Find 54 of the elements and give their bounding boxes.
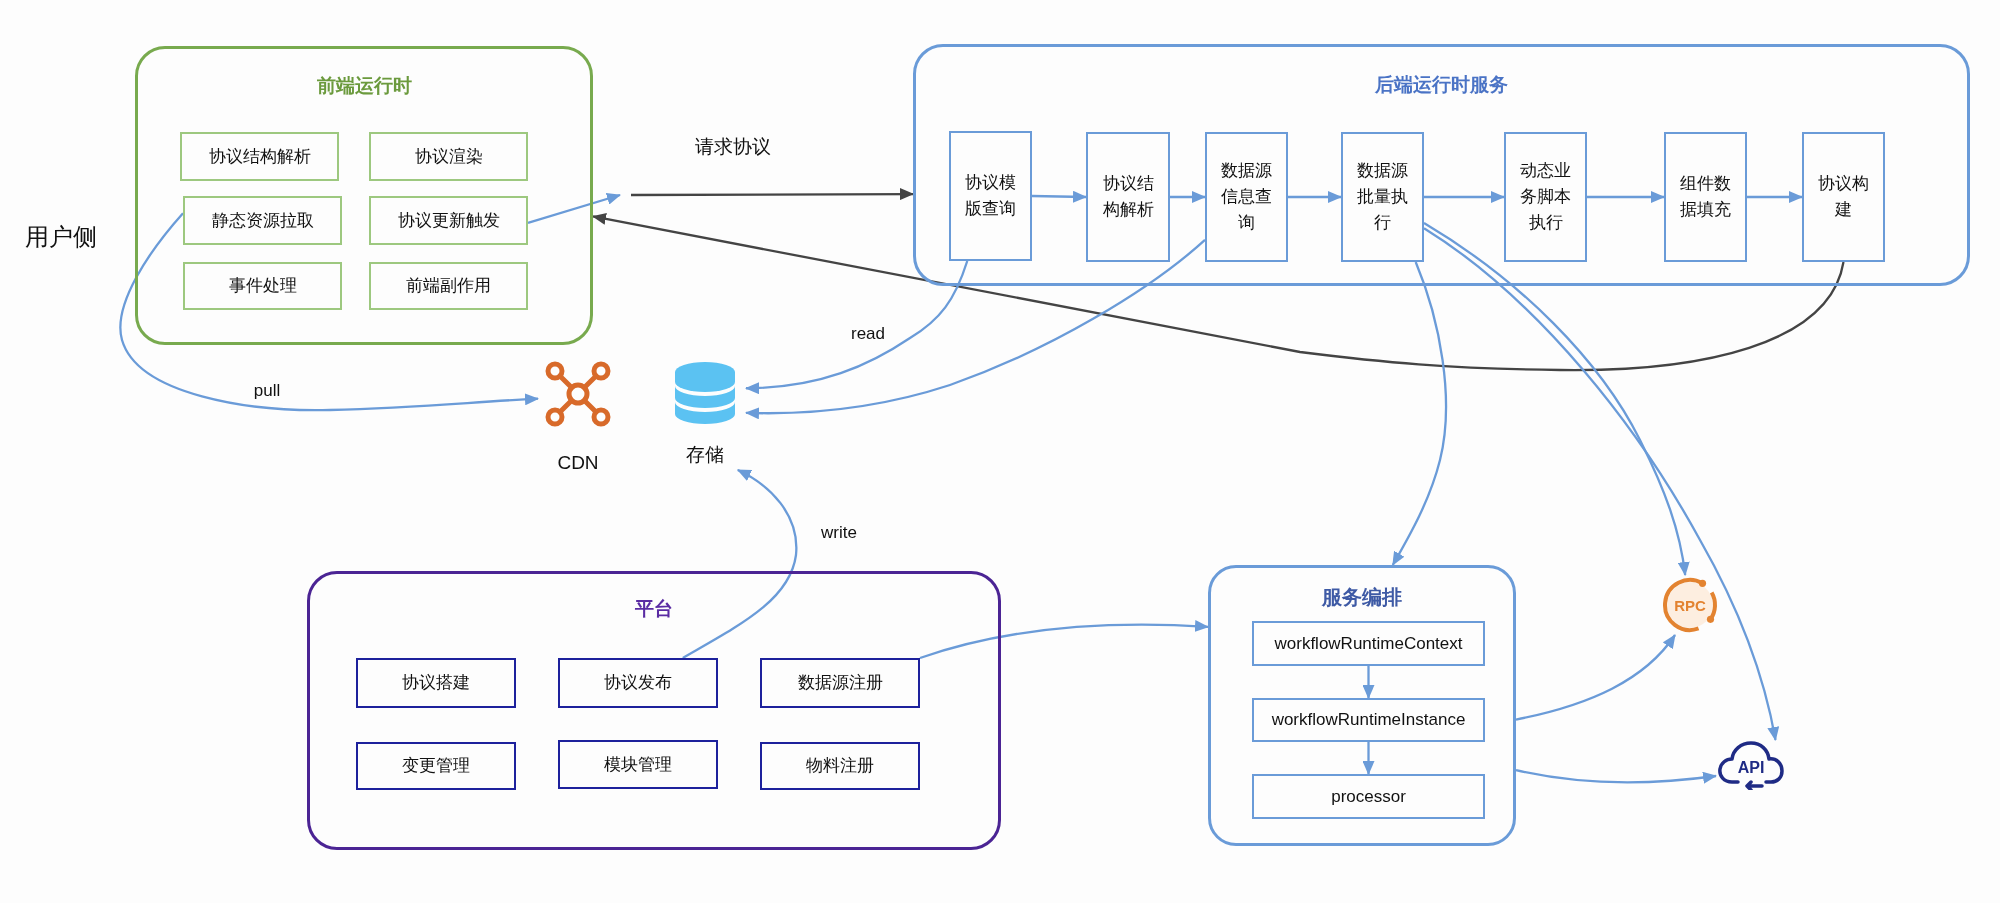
arrow [1515, 769, 1717, 784]
arrow [1031, 190, 1087, 203]
process-box: 协议渲染 [369, 132, 528, 181]
arrow [1423, 227, 1779, 741]
process-box: 数据源信息查询 [1205, 132, 1288, 262]
cloud-node: API [1716, 740, 1786, 790]
process-box: 协议搭建 [356, 658, 516, 708]
panel-title: 服务编排 [1322, 584, 1402, 610]
process-box: 协议更新触发 [369, 196, 528, 245]
group-panel [913, 44, 1970, 286]
process-box: 模块管理 [558, 740, 718, 789]
process-box: 组件数据填充 [1664, 132, 1747, 262]
process-box: 事件处理 [183, 262, 342, 310]
process-box: workflowRuntimeInstance [1252, 698, 1485, 742]
arrow [745, 260, 969, 394]
process-box: 协议模版查询 [949, 131, 1032, 261]
process-box: 协议结构解析 [180, 132, 339, 181]
process-box: 数据源注册 [760, 658, 920, 708]
process-box: 协议构建 [1802, 132, 1885, 262]
process-box: 物料注册 [760, 742, 920, 790]
arrow [1423, 222, 1690, 576]
arrow [631, 188, 914, 201]
panel-title: 后端运行时服务 [1375, 73, 1508, 97]
arrow [682, 468, 798, 659]
process-box: 变更管理 [356, 742, 516, 790]
process-box: 静态资源拉取 [183, 196, 342, 245]
arrow [1587, 191, 1665, 203]
process-box: 动态业务脚本执行 [1504, 132, 1587, 262]
group-panel [307, 571, 1001, 850]
node-label: 存储 [686, 443, 724, 467]
node-label: CDN [557, 451, 599, 475]
process-box: 数据源批量执行 [1341, 132, 1424, 262]
arrow [527, 193, 621, 225]
group-panel [1208, 565, 1516, 846]
arrow [1362, 666, 1375, 699]
process-box: workflowRuntimeContext [1252, 621, 1485, 666]
process-box: 协议发布 [558, 658, 718, 708]
arrow [1288, 191, 1342, 203]
arrow [1391, 261, 1448, 566]
arrow [1362, 742, 1375, 775]
process-box: processor [1252, 774, 1485, 819]
arrow [1515, 634, 1676, 721]
panel-title: 平台 [635, 597, 673, 621]
group-panel [135, 46, 593, 345]
process-box: 协议结构解析 [1086, 132, 1170, 262]
arrow [1747, 191, 1803, 203]
arrow [119, 212, 539, 412]
arrow [1424, 191, 1505, 203]
arrow [592, 213, 1845, 372]
process-box: 前端副作用 [369, 262, 528, 310]
arrow [919, 620, 1209, 660]
arrow [745, 239, 1206, 420]
panel-title: 前端运行时 [316, 74, 412, 98]
arrow [1170, 191, 1206, 203]
